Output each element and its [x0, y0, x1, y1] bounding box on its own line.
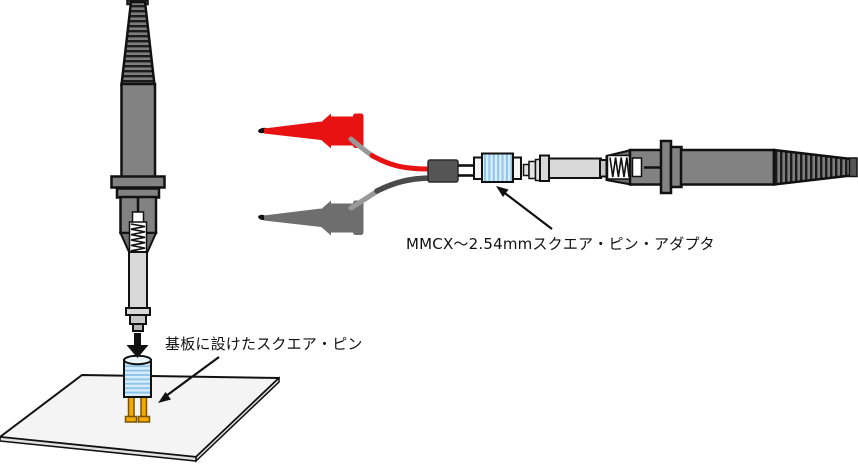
- gray-clip-cap: [353, 200, 364, 235]
- junction-block: [427, 159, 459, 183]
- adapter-left-ring: [473, 156, 483, 180]
- board-pin-label: 基板に設けたスクエア・ピン: [165, 335, 363, 353]
- hprobe-strain-relief-cap: [848, 157, 858, 178]
- board-front-edge: [0, 436, 197, 462]
- annotation-arrow-adapter: [496, 186, 553, 230]
- signal-wire-red: [369, 153, 432, 172]
- square-pin-left-foot: [124, 415, 138, 423]
- red-grabber-clip: [258, 113, 364, 149]
- mmcx-square-pin-adapter: [473, 152, 522, 183]
- square-pin-socket: [123, 354, 152, 398]
- ground-wire-dark: [374, 175, 432, 194]
- gray-clip-nose: [264, 208, 321, 227]
- strain-relief-cone: [120, 0, 156, 87]
- hprobe-spring-coil: [609, 157, 630, 178]
- vertical-probe: [110, 0, 166, 332]
- adapter-label: MMCX～2.54mmスクエア・ピン・アダプタ: [406, 235, 715, 253]
- probe-flange-wide: [110, 175, 166, 189]
- annotation-arrow-board-pin: [158, 356, 220, 403]
- red-clip-nose: [264, 121, 321, 140]
- annotation-arrow-board-pin-head: [158, 392, 171, 403]
- mmcx-plug-step: [528, 160, 537, 180]
- square-pins: [124, 395, 151, 423]
- gray-clip-flare: [311, 200, 331, 236]
- hprobe-strain-relief-cone: [772, 148, 853, 186]
- hprobe-plunger: [631, 157, 643, 178]
- hprobe-flange-wide: [659, 139, 673, 195]
- probe-body: [120, 82, 157, 180]
- square-pin-right-foot: [137, 415, 151, 423]
- red-clip-cap: [353, 113, 364, 148]
- mmcx-plug: [522, 158, 542, 182]
- adapter-knurled-body: [481, 152, 514, 183]
- socket-body: [123, 359, 152, 398]
- down-arrow-icon: [126, 333, 149, 358]
- square-pin-left: [127, 395, 135, 419]
- probe-tip-ring: [125, 307, 151, 316]
- down-arrow-shaft: [134, 333, 141, 347]
- hprobe-tip-collar: [539, 154, 550, 182]
- red-clip-flare: [311, 113, 331, 149]
- probe-spring-coil: [130, 223, 146, 254]
- gray-grabber-clip: [258, 200, 364, 236]
- square-pin-right: [140, 395, 148, 419]
- adapter-right-ring: [512, 156, 522, 180]
- down-arrow-head: [126, 345, 149, 358]
- mmcx-plug-nub: [522, 163, 530, 177]
- hprobe-tip-barrel: [548, 157, 602, 179]
- annotation-arrow-adapter-head: [496, 186, 509, 197]
- square-pin-header: [458, 164, 473, 177]
- probe-tip-collar: [129, 314, 147, 325]
- horizontal-probe: [539, 139, 858, 195]
- hprobe-body: [679, 148, 776, 186]
- annotation-arrow-adapter-line: [503, 191, 553, 230]
- gray-clip-strain-relief: [348, 187, 382, 211]
- annotation-arrow-board-pin-line: [165, 356, 220, 397]
- probe-tip-barrel: [128, 251, 148, 310]
- probe-tip-nub: [132, 323, 144, 332]
